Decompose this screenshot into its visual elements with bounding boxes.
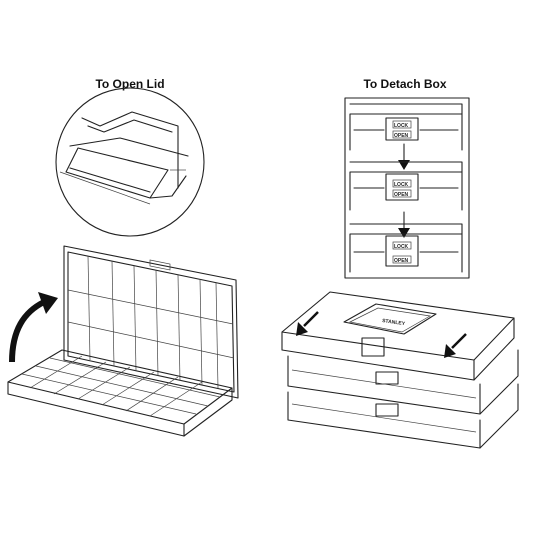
detach-step-3: LOCK OPEN	[349, 223, 463, 273]
curved-arrow-icon	[9, 292, 58, 363]
detach-box-caption: To Detach Box	[363, 77, 447, 91]
stacked-organizer-boxes: STANLEY	[281, 291, 519, 449]
down-arrow-icon	[398, 143, 410, 170]
latch-lock-label: LOCK	[394, 244, 409, 250]
down-arrow-icon	[398, 211, 410, 238]
brand-logo-text: STANLEY	[382, 318, 406, 327]
detach-steps-panel: LOCK OPEN LOCK OPEN	[344, 97, 470, 279]
detach-step-1: LOCK OPEN	[349, 103, 463, 151]
detach-step-2: LOCK OPEN	[349, 161, 463, 211]
latch-open-label: OPEN	[394, 192, 409, 198]
push-arrow-icon	[296, 311, 319, 336]
push-arrow-icon	[444, 333, 467, 358]
latch-lock-label: LOCK	[394, 182, 409, 188]
open-lid-caption: To Open Lid	[95, 77, 165, 91]
open-organizer-box	[7, 245, 239, 437]
latch-open-label: OPEN	[394, 258, 409, 264]
latch-lock-label: LOCK	[394, 123, 409, 129]
latch-open-label: OPEN	[394, 133, 409, 139]
lid-latch-detail-circle	[55, 87, 205, 237]
